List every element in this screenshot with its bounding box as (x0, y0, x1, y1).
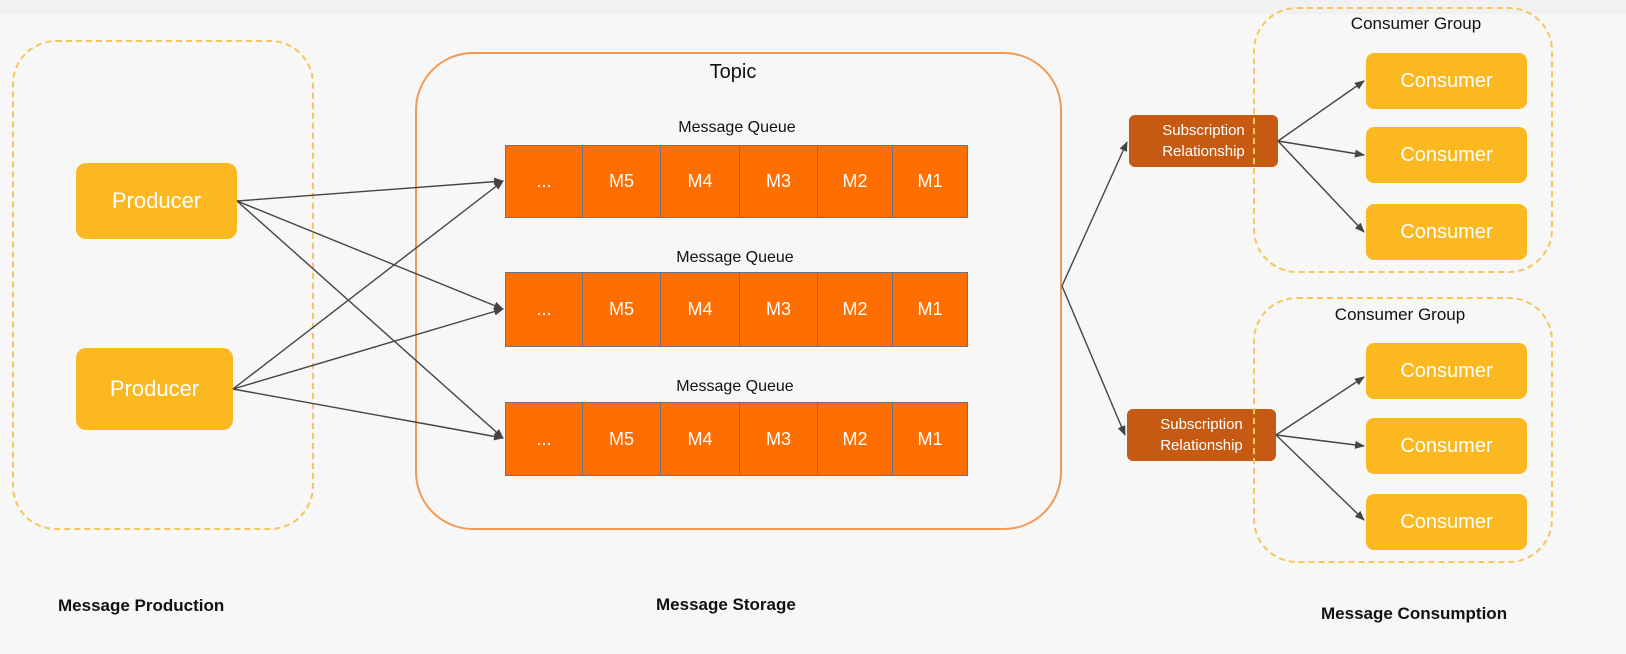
arrow (1275, 376, 1365, 436)
queue-cell: M2 (817, 145, 893, 218)
arrow (236, 200, 504, 439)
queue-cell: M4 (660, 145, 740, 218)
producer-box: Producer (76, 163, 237, 239)
arrow (232, 307, 504, 390)
top-band (0, 0, 1626, 14)
queue-cell: M2 (817, 272, 893, 347)
consumer-box: Consumer (1366, 204, 1527, 260)
consumer-group (1253, 297, 1553, 563)
queue-cell: M1 (892, 402, 968, 476)
queue-cell: M3 (739, 145, 818, 218)
arrow (1277, 140, 1365, 158)
queue-label: Message Queue (678, 119, 796, 136)
arrow (1277, 80, 1365, 142)
queue-cell: ... (505, 272, 583, 347)
arrow (236, 177, 504, 202)
consumer-box: Consumer (1366, 418, 1527, 474)
arrow (1275, 434, 1365, 521)
arrow (236, 200, 504, 310)
arrow (1277, 140, 1365, 233)
arrow (232, 180, 504, 390)
queue-cell: M3 (739, 272, 818, 347)
queue-cell: M1 (892, 272, 968, 347)
producer-box: Producer (76, 348, 233, 430)
queue-cell: M1 (892, 145, 968, 218)
queue-cell: M5 (582, 272, 661, 347)
queue-label: Message Queue (676, 249, 794, 266)
arrow (1061, 285, 1126, 436)
consumer-box: Consumer (1366, 127, 1527, 183)
queue-label: Message Queue (676, 378, 794, 395)
consumer-box: Consumer (1366, 343, 1527, 399)
topic-container (415, 52, 1062, 530)
queue-cell: ... (505, 402, 583, 476)
section-label-storage: Message Storage (656, 595, 796, 614)
consumer-group-label: Consumer Group (1334, 305, 1466, 324)
topic-label: Topic (709, 61, 757, 83)
queue-cell: M3 (739, 402, 818, 476)
consumer-box: Consumer (1366, 494, 1527, 550)
queue-cell: M4 (660, 402, 740, 476)
consumer-group (1253, 7, 1553, 273)
arrow (1061, 141, 1128, 287)
subscription-relationship: Subscription Relationship (1127, 409, 1276, 461)
queue-cell: M4 (660, 272, 740, 347)
consumer-box: Consumer (1366, 53, 1527, 109)
arrow (1275, 434, 1365, 449)
queue-cell: M5 (582, 145, 661, 218)
consumer-group-label: Consumer Group (1350, 14, 1482, 33)
arrow (232, 388, 504, 441)
section-label-production: Message Production (58, 596, 225, 615)
section-label-consumption: Message Consumption (1321, 604, 1508, 623)
producer-group (12, 40, 314, 530)
